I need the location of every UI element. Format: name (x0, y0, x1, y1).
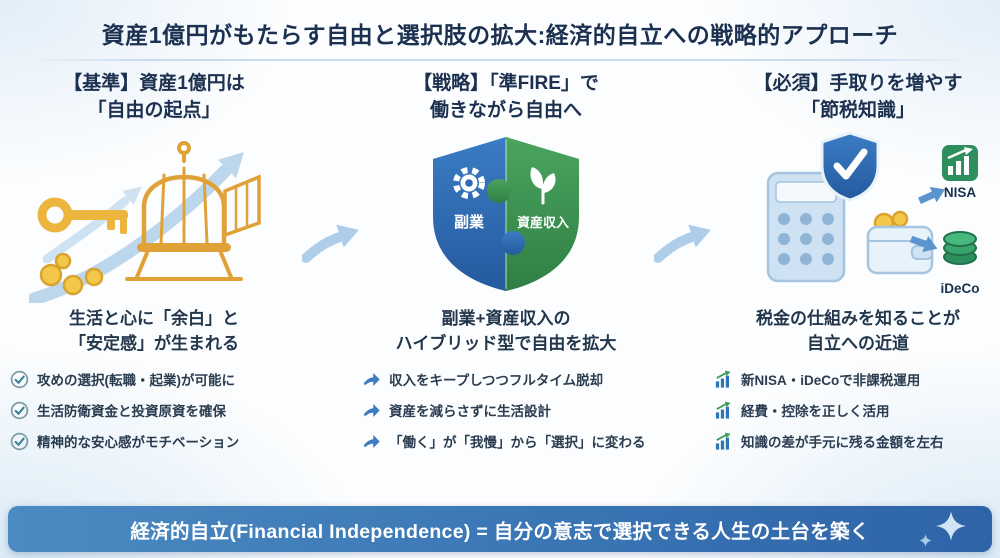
list-item: 資産を減らさずに生活設計 (362, 400, 650, 420)
subtitle-line-1: 生活と心に「余白」と (69, 309, 239, 328)
coins-icon (39, 252, 104, 296)
subtitle-line-2: ハイブリッド型で自由を拡大 (395, 333, 617, 353)
benefit-list: 攻めの選択(転職・起業)が可能に 生活防衛資金と投資原資を確保 精神的な安心感が… (6, 369, 302, 451)
arrow-right-icon (363, 434, 380, 448)
leaf-sprout-icon (530, 167, 556, 205)
column-heading: 【基準】資産1億円は 「自由の起点」 (6, 71, 302, 127)
footer-text: 経済的自立(Financial Independence) = 自分の意志で選択… (130, 520, 870, 543)
check-circle-icon (10, 370, 29, 388)
list-item-text: 資産を減らさずに生活設計 (389, 404, 551, 419)
calculator-tax-illustration: NISA iDeCo (766, 131, 980, 296)
page-title: 資産1億円がもたらす自由と選択肢の拡大:経済的自立への戦略的アプローチ (101, 22, 899, 48)
ideco-coins-icon (943, 231, 977, 265)
illustration-area (6, 127, 302, 303)
list-item-text: 新NISA・iDeCoで非課税運用 (741, 373, 921, 388)
shield-check-icon (820, 131, 880, 202)
illustration-area: NISA iDeCo (710, 127, 1000, 303)
heading-line-2: 「自由の起点」 (87, 99, 221, 121)
heading-line-1: 【基準】資産1億円は (63, 73, 245, 94)
list-item-text: 知識の差が手元に残る金額を左右 (741, 435, 944, 450)
heading-line-1: 【必須】手取りを増やす (753, 73, 963, 94)
nisa-label: NISA (944, 185, 977, 200)
flow-arrow-1 (302, 213, 358, 267)
shield-label-left: 副業 (454, 213, 485, 231)
subtitle-line-2: 「安定感」が生まれる (69, 333, 239, 353)
list-item: 新NISA・iDeCoで非課税運用 (714, 369, 1000, 389)
columns-container: 【基準】資産1億円は 「自由の起点」 (0, 61, 1000, 451)
column-subtitle: 税金の仕組みを知ることが 自立への近道 (710, 307, 1000, 357)
check-circle-icon (10, 432, 29, 450)
subtitle-line-1: 税金の仕組みを知ることが (756, 309, 960, 328)
list-item: 経費・控除を正しく活用 (714, 400, 1000, 420)
flow-arrow-icon (302, 224, 358, 263)
column-heading: 【戦略】「準FIRE」で 働きながら自由へ (358, 71, 654, 127)
column-tax-knowledge: 【必須】手取りを増やす 「節税知識」 (710, 71, 1000, 451)
subtitle-line-2: 自立への近道 (807, 333, 909, 353)
heading-line-2: 「節税知識」 (800, 99, 915, 121)
puzzle-knob-blue (501, 231, 525, 255)
shield-puzzle-illustration: 副業 資産収入 (433, 137, 579, 291)
list-item-text: 経費・控除を正しく活用 (741, 404, 890, 419)
check-circle-icon (10, 401, 29, 419)
column-asset-baseline: 【基準】資産1億円は 「自由の起点」 (6, 71, 302, 451)
flow-arrow-icon (654, 224, 710, 263)
column-subtitle: 副業+資産収入の ハイブリッド型で自由を拡大 (358, 307, 654, 357)
flow-arrow-2 (654, 213, 710, 267)
list-item-text: 「働く」が「我慢」から「選択」に変わる (389, 435, 646, 450)
arrow-to-nisa-icon (918, 186, 946, 204)
calculator-icon (766, 171, 846, 283)
list-item: 攻めの選択(転職・起業)が可能に (10, 369, 298, 389)
arrow-to-ideco-icon (909, 235, 938, 253)
list-item-text: 生活防衛資金と投資原資を確保 (37, 404, 226, 419)
illustration-area: 副業 資産収入 (358, 127, 654, 303)
list-item-text: 攻めの選択(転職・起業)が可能に (37, 373, 235, 388)
footer-banner: 経済的自立(Financial Independence) = 自分の意志で選択… (8, 506, 992, 552)
title-divider (28, 59, 972, 61)
cage-key-freedom-illustration (29, 141, 261, 303)
birdcage-icon (125, 141, 261, 281)
list-item: 収入をキープしつつフルタイム脱却 (362, 369, 650, 389)
list-item: 精神的な安心感がモチベーション (10, 431, 298, 451)
golden-key-icon (37, 197, 128, 234)
heading-line-2: 働きながら自由へ (429, 99, 582, 121)
column-subtitle: 生活と心に「余白」と 「安定感」が生まれる (6, 307, 302, 357)
heading-line-1: 【戦略】「準FIRE」で (413, 73, 599, 94)
column-semi-fire-strategy: 【戦略】「準FIRE」で 働きながら自由へ (358, 71, 654, 451)
list-item: 「働く」が「我慢」から「選択」に変わる (362, 431, 650, 451)
ideco-label: iDeCo (940, 281, 979, 296)
shield-label-right: 資産収入 (517, 215, 569, 230)
subtitle-line-1: 副業+資産収入の (441, 309, 571, 328)
list-item-text: 精神的な安心感がモチベーション (37, 435, 240, 450)
chart-growth-icon (715, 369, 731, 388)
strategy-list: 収入をキープしつつフルタイム脱却 資産を減らさずに生活設計 「働く」が「我慢」か… (358, 369, 654, 451)
chart-growth-icon (715, 431, 731, 450)
shield-icon (433, 137, 579, 291)
gear-icon (453, 167, 485, 199)
tax-list: 新NISA・iDeCoで非課税運用 経費・控除を正しく活用 知識の差が手元に残る… (710, 369, 1000, 451)
list-item: 生活防衛資金と投資原資を確保 (10, 400, 298, 420)
chart-growth-icon (715, 400, 731, 419)
arrow-right-icon (363, 403, 380, 417)
list-item-text: 収入をキープしつつフルタイム脱却 (389, 373, 604, 388)
list-item: 知識の差が手元に残る金額を左右 (714, 431, 1000, 451)
open-door-icon (223, 174, 261, 238)
nisa-chart-icon (942, 145, 978, 181)
column-heading: 【必須】手取りを増やす 「節税知識」 (710, 71, 1000, 127)
puzzle-knob-green (487, 179, 511, 203)
arrow-right-icon (363, 372, 380, 386)
sparkle-icon (919, 534, 932, 547)
sparkle-icon (936, 511, 966, 541)
